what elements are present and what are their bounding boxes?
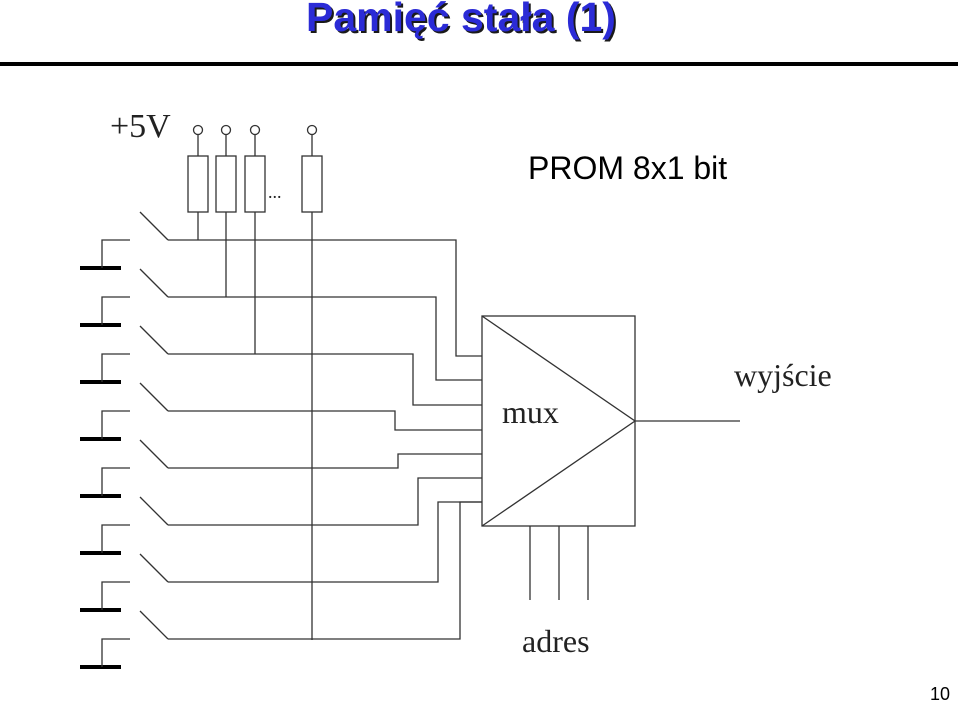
column-lines: [197, 212, 313, 640]
resistor-ellipsis: ...: [268, 182, 282, 202]
supply-terminals: [192, 124, 318, 136]
page-number: 10: [930, 684, 951, 704]
fuse-switch: [139, 553, 169, 583]
ground-stub: [101, 524, 130, 553]
data-line: [168, 501, 482, 640]
data-line: [168, 501, 482, 583]
address-label: adres: [522, 623, 590, 659]
ground-stub: [101, 467, 130, 496]
supply-terminal: [220, 124, 232, 136]
fuse-switch: [139, 211, 169, 241]
fuse-switch: [139, 325, 169, 355]
resistor: [301, 155, 323, 213]
mux-label: mux: [502, 394, 559, 430]
ground-stub: [101, 581, 130, 610]
fuse-switch: [139, 496, 169, 526]
data-line: [168, 353, 482, 406]
ground-stub: [101, 353, 130, 382]
ground-stub: [101, 410, 130, 439]
ground-stub: [101, 296, 130, 325]
multiplexer: mux: [481, 315, 637, 527]
title-divider: [0, 62, 958, 66]
supply-terminal: [192, 124, 204, 136]
fuse-switch: [139, 268, 169, 298]
pull-up-resistors: [187, 135, 323, 213]
resistor: [244, 155, 266, 213]
supply-terminal: [249, 124, 261, 136]
data-line: [168, 410, 482, 431]
data-line: [168, 239, 482, 357]
supply-terminal: [306, 124, 318, 136]
fuse-rows: [80, 211, 482, 669]
ground-stub: [101, 239, 130, 268]
data-line: [168, 477, 482, 526]
diagram-subtitle: PROM 8x1 bit: [528, 150, 728, 186]
supply-label: +5V: [110, 108, 171, 145]
output-label: wyjście: [734, 357, 832, 393]
resistor: [187, 155, 209, 213]
ground-stub: [101, 638, 130, 667]
address-lines: [529, 526, 589, 600]
fuse-switch: [139, 610, 169, 640]
fuse-switch: [139, 382, 169, 412]
data-line: [168, 296, 482, 381]
fuse-switch: [139, 439, 169, 469]
mux-box: [481, 315, 636, 527]
slide-title: Pamięć stała (1): [306, 0, 616, 40]
data-line: [168, 453, 482, 469]
resistor: [215, 155, 237, 213]
